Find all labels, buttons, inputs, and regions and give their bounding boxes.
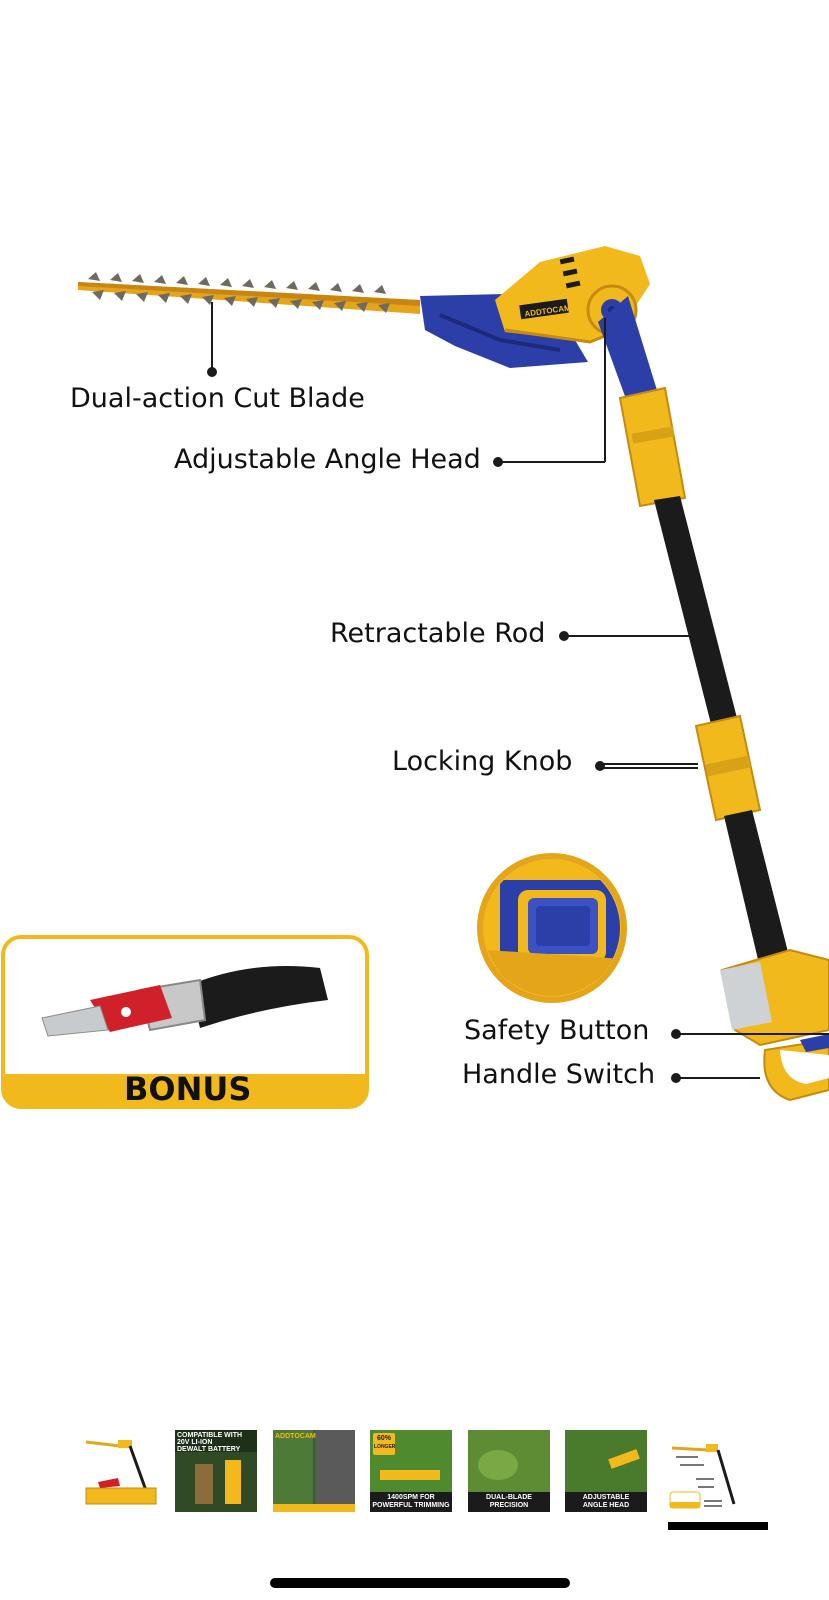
thumb-4-line-4: POWERFUL TRIMMING [372, 1502, 450, 1509]
upper-collar-graphic [618, 386, 687, 508]
thumb-5-line-1: DUAL-BLADE [486, 1494, 532, 1501]
thumb-6-line-1: ADJUSTABLE [582, 1494, 630, 1501]
angle-arm-graphic [598, 296, 660, 410]
handle-graphic [720, 948, 829, 1102]
bonus-box [1, 935, 369, 1109]
thumbnail-7-selected[interactable] [668, 1430, 750, 1512]
thumb-4-line-1: 60% [376, 1435, 391, 1442]
rod-graphic [654, 496, 738, 728]
label-handle-switch: Handle Switch [462, 1059, 656, 1090]
label-locking-knob: Locking Knob [392, 746, 573, 777]
thumbnail-4[interactable]: 60% LONGER 1400SPM FOR POWERFUL TRIMMING [370, 1430, 452, 1512]
hedge-trimmer-illustration: ADDTOCAM [1, 246, 829, 1109]
thumbnail-3[interactable]: ADDTOCAM [273, 1430, 355, 1512]
blade-graphic [78, 272, 420, 314]
thumbnail-5[interactable]: DUAL-BLADE PRECISION [468, 1430, 550, 1512]
thumb-2-line-1: COMPATIBLE WITH [177, 1432, 243, 1439]
thumbnail-strip: COMPATIBLE WITH 20V LI-ION DEWALT BATTER… [78, 1430, 778, 1520]
thumb-4-line-3: 1400SPM FOR [387, 1494, 435, 1501]
label-retractable-rod: Retractable Rod [330, 618, 546, 649]
thumb-6-line-2: ANGLE HEAD [582, 1502, 630, 1509]
label-angle-head: Adjustable Angle Head [174, 444, 481, 475]
callout-lines [207, 302, 829, 1083]
thumbnail-1[interactable] [78, 1430, 160, 1512]
safety-button-zoom [477, 853, 627, 1003]
bonus-label: BONUS [124, 1070, 252, 1108]
thumbnail-selection-indicator [668, 1522, 768, 1530]
thumb-5-line-2: PRECISION [489, 1502, 529, 1509]
product-image: ADDTOCAM [1, 246, 829, 1109]
thumb-2-line-3: DEWALT BATTERY [177, 1446, 241, 1453]
thumb-4-line-2: LONGER [374, 1444, 396, 1450]
thumb-2-line-2: 20V LI-ION [177, 1439, 213, 1446]
thumbnail-2[interactable]: COMPATIBLE WITH 20V LI-ION DEWALT BATTER… [175, 1430, 257, 1512]
home-indicator[interactable] [270, 1578, 570, 1588]
thumbnail-6[interactable]: ADJUSTABLE ANGLE HEAD [565, 1430, 647, 1512]
thumb-3-brand: ADDTOCAM [275, 1433, 316, 1440]
label-blade: Dual-action Cut Blade [70, 383, 365, 414]
label-safety-button: Safety Button [464, 1015, 650, 1046]
